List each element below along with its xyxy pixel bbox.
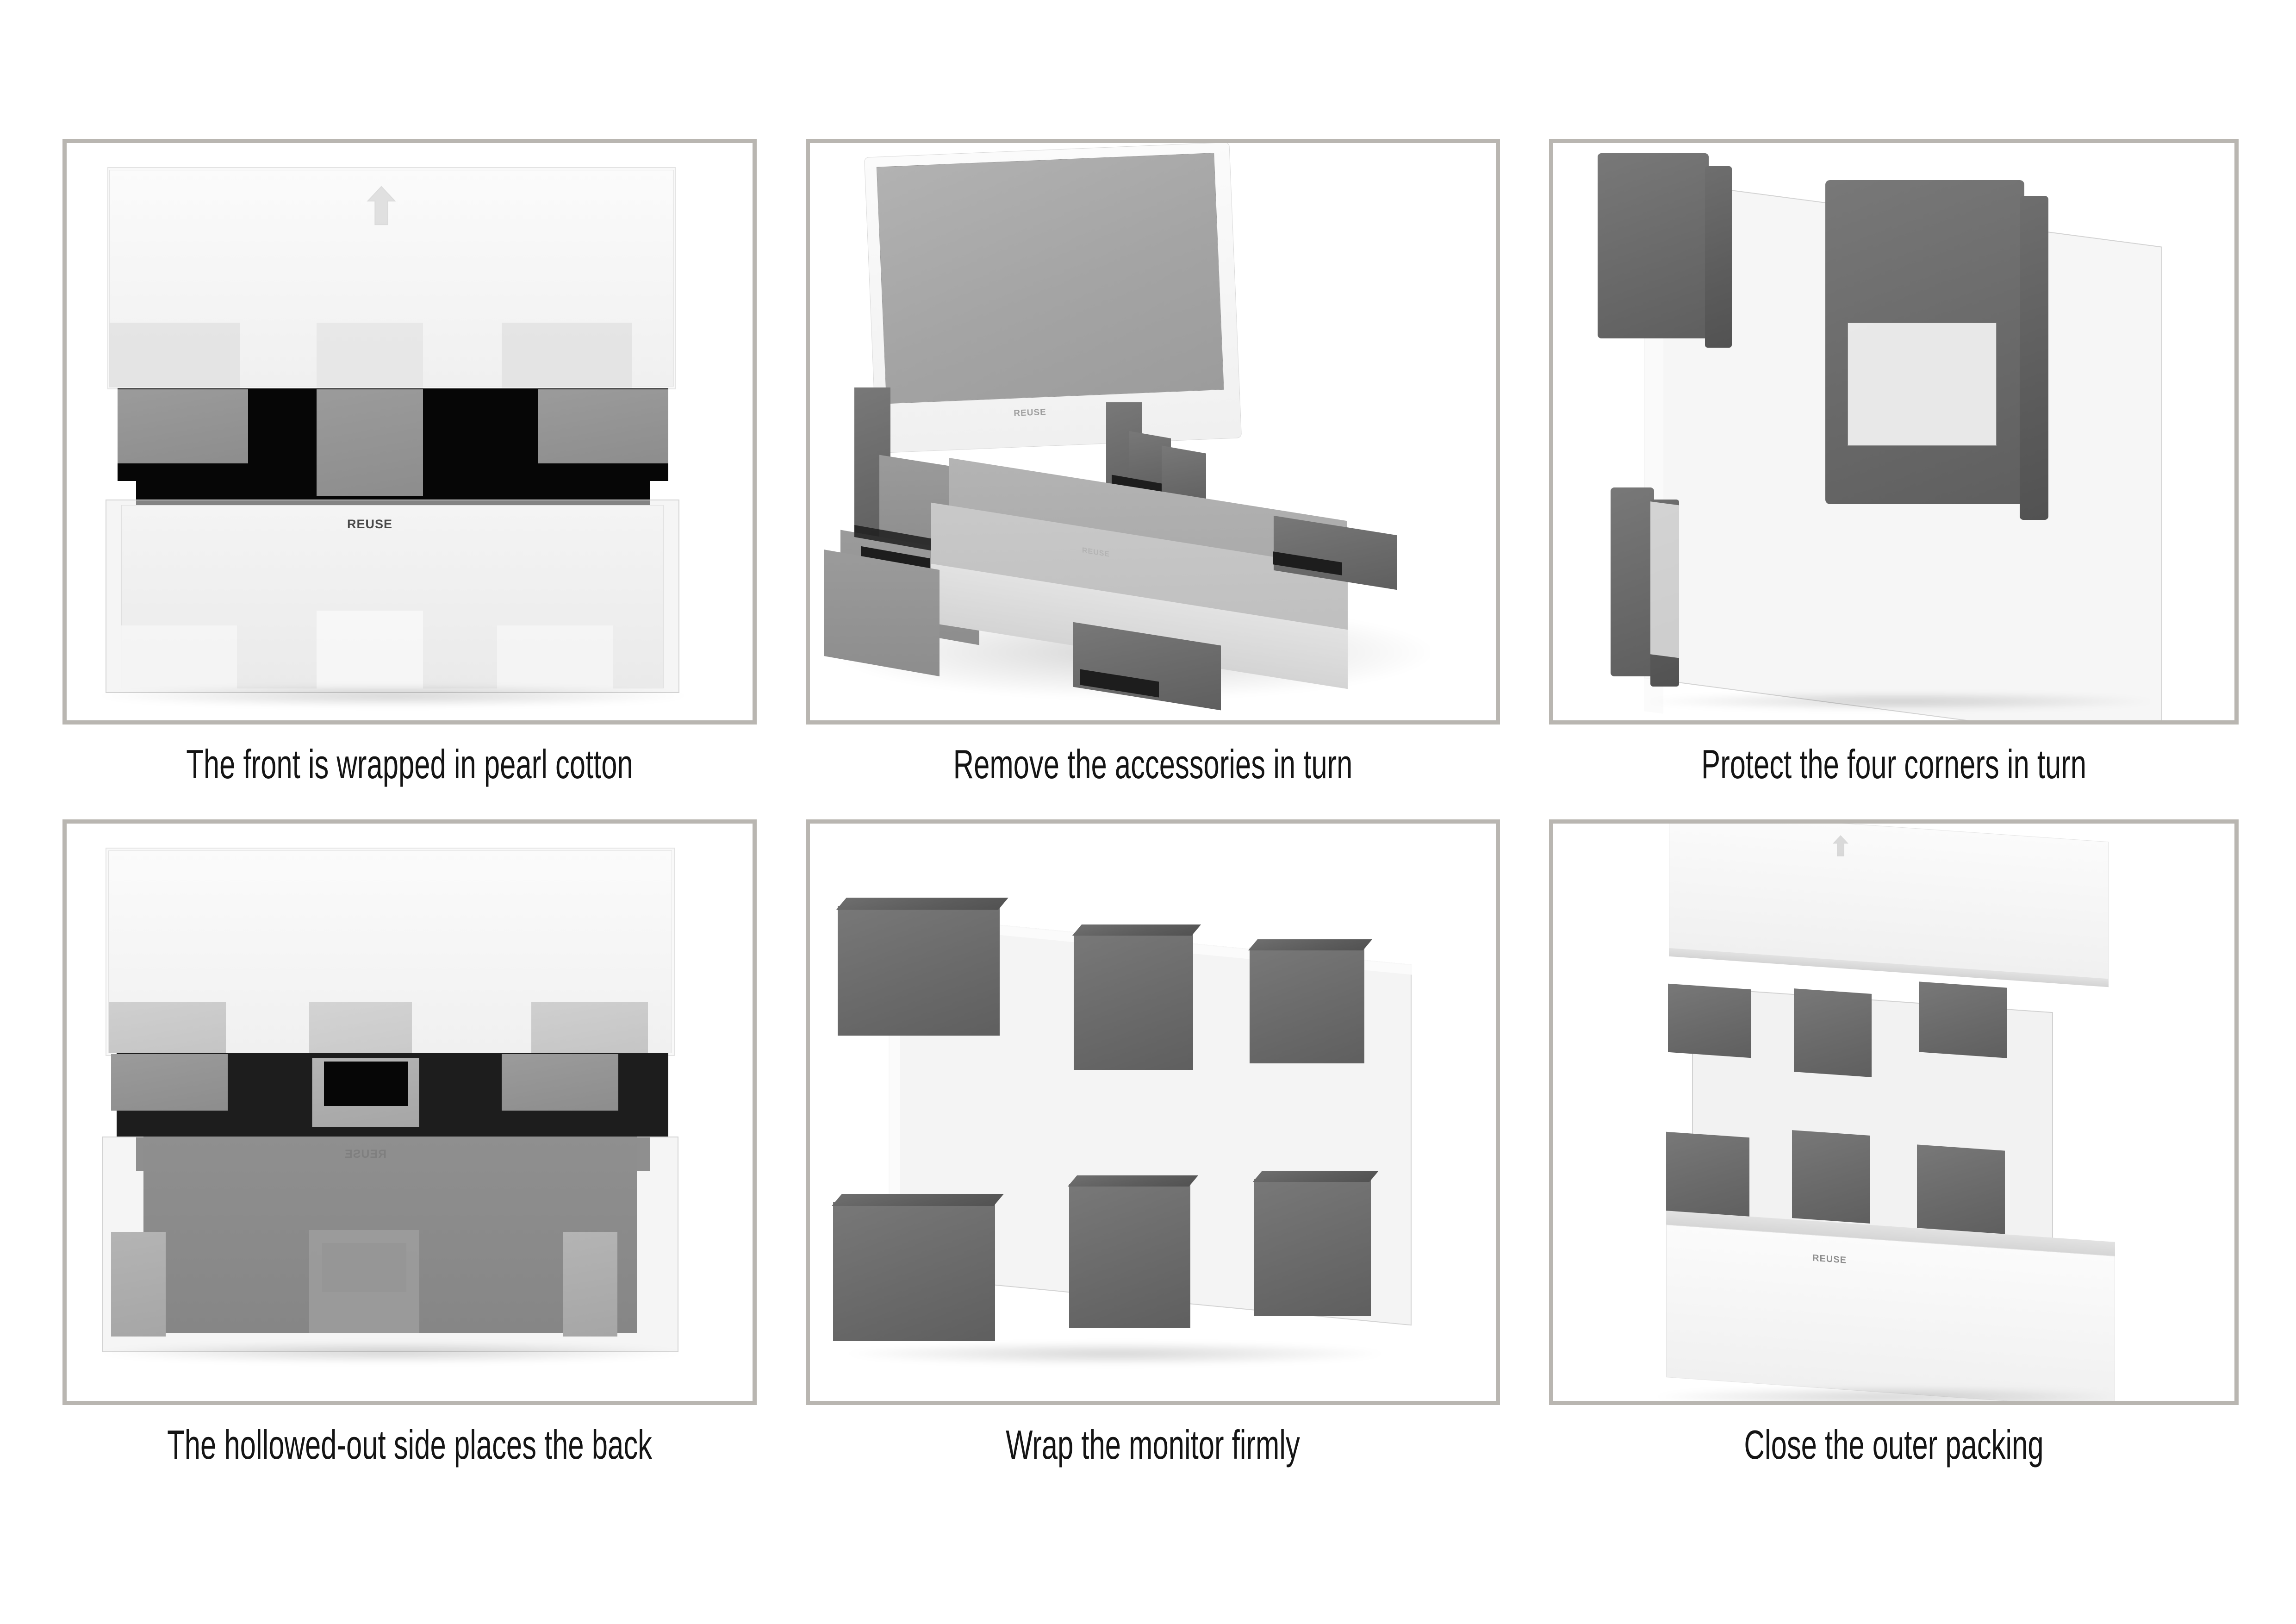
panel-ghost-lower	[1650, 501, 1761, 669]
exploded-foam-top-left	[1668, 983, 1751, 1058]
step-2: REUSE	[806, 139, 1500, 819]
rear-center-boss-inner	[322, 1243, 406, 1292]
outer-carton-lid	[1669, 824, 2109, 990]
exploded-contact-shadow	[1655, 1387, 2118, 1401]
foam-block-center	[317, 389, 423, 496]
rear-ghost-foam-right	[531, 1002, 648, 1053]
rear-foot-right	[563, 1232, 617, 1337]
step-6: REUSE Close the outer packing	[1549, 819, 2239, 1500]
ghost-foam-center	[317, 323, 423, 387]
monitor-screen	[876, 153, 1224, 404]
foam-pad-top-right-face	[1250, 948, 1364, 1063]
foam-pad-top-right-top	[1248, 939, 1373, 950]
corner-protector-top-left-face	[1598, 153, 1709, 338]
corner-protector-top-left-side	[1705, 166, 1732, 348]
step-1: REUSE The front is wrapped in pearl cott…	[62, 139, 757, 819]
corner-protector-top-right-side	[2020, 196, 2048, 520]
step-6-illustration: REUSE	[1553, 824, 2234, 1401]
step-4-caption: The hollowed-out side places the back	[167, 1422, 652, 1468]
step-6-frame: REUSE	[1549, 819, 2239, 1405]
this-way-up-arrow-icon	[363, 185, 400, 226]
step-5-frame	[806, 819, 1500, 1405]
step-2-frame: REUSE	[806, 139, 1500, 725]
exploded-foam-bottom-left	[1666, 1131, 1749, 1221]
foam-pad-top-left-face	[838, 906, 1000, 1036]
foam-pad-bottom-left-face	[833, 1202, 995, 1341]
corner-protector-bottom-left-face	[1611, 487, 1654, 676]
exploded-foam-top-right	[1919, 981, 2007, 1058]
lid-this-way-up-arrow-icon	[1831, 834, 1850, 858]
step-5-caption: Wrap the monitor firmly	[1006, 1422, 1300, 1468]
foam-pad-top-left	[836, 898, 1014, 1037]
step-2-caption: Remove the accessories in turn	[953, 741, 1353, 787]
foam-pad-bottom-right	[1252, 1171, 1388, 1324]
exploded-foam-bottom-right	[1917, 1144, 2005, 1234]
foam-pad-top-left-top	[836, 898, 1008, 910]
reuse-label-mirrored: REUSE	[344, 1148, 387, 1161]
exploded-foam-bottom-center	[1792, 1130, 1870, 1224]
exploded-foam-top-center	[1794, 988, 1872, 1077]
step-3-frame	[1549, 139, 2239, 725]
step-2-illustration: REUSE	[810, 143, 1496, 720]
outer-carton-base-exploded	[1666, 1211, 2115, 1401]
rear-ghost-foam-left	[109, 1002, 226, 1053]
foam-pad-bottom-left-top	[832, 1194, 1004, 1206]
foam-pad-bottom-center	[1067, 1175, 1208, 1333]
foam-pad-top-right	[1248, 939, 1379, 1074]
step-3-illustration	[1553, 143, 2234, 720]
foam-pad-top-center	[1072, 924, 1208, 1073]
foam-pad-bottom-center-face	[1069, 1184, 1190, 1328]
step-6-caption: Close the outer packing	[1744, 1422, 2044, 1468]
rear-ghost-foam-center	[309, 1002, 412, 1053]
step-3-caption: Protect the four corners in turn	[1701, 741, 2086, 787]
step-1-illustration: REUSE	[67, 143, 753, 720]
monitor-reuse-label: REUSE	[1013, 407, 1047, 418]
step-4: REUSE The hollowed-out side places the b…	[62, 819, 757, 1500]
ghost-base-foam-left	[121, 625, 237, 688]
steps-grid: REUSE The front is wrapped in pearl cott…	[62, 139, 2239, 1528]
corner-protector-top-left	[1598, 153, 1736, 348]
foam-pad-bottom-right-top	[1252, 1171, 1379, 1182]
panel-contact-shadow	[1646, 692, 2155, 711]
foam-block-right	[538, 389, 668, 463]
corner-protector-window-cutout	[1848, 323, 1997, 446]
step-1-frame: REUSE	[62, 139, 757, 725]
ghost-base-foam-right	[497, 625, 613, 688]
rear-foam-lug-left	[111, 1054, 228, 1111]
ghost-foam-right	[502, 323, 632, 387]
step-5-illustration	[810, 824, 1496, 1401]
pallet-left-end	[824, 549, 940, 677]
step-5: Wrap the monitor firmly	[806, 819, 1500, 1500]
foam-pad-bottom-center-top	[1067, 1175, 1199, 1187]
foam-block-left	[118, 389, 248, 463]
outer-carton-base-face	[1666, 1224, 2115, 1401]
foam-pad-bottom-left	[832, 1194, 1009, 1347]
rear-contact-shadow	[99, 1342, 682, 1363]
corner-protector-top-right	[1825, 180, 2048, 520]
step-4-frame: REUSE	[62, 819, 757, 1405]
ghost-base-foam-center	[317, 611, 423, 688]
rear-foam-lug-right	[502, 1054, 618, 1111]
reuse-label-front: REUSE	[347, 517, 393, 531]
step-4-illustration: REUSE	[67, 824, 753, 1401]
step-1-caption: The front is wrapped in pearl cotton	[186, 741, 633, 787]
wrap-contact-shadow	[847, 1342, 1384, 1365]
foam-pad-top-center-top	[1072, 924, 1201, 936]
monitor: REUSE	[864, 143, 1242, 454]
rear-foot-left	[111, 1232, 166, 1337]
foam-pad-bottom-right-face	[1254, 1179, 1371, 1316]
foam-pad-top-center-face	[1074, 933, 1193, 1070]
step-3: Protect the four corners in turn	[1549, 139, 2239, 819]
hollow-bracket-window	[324, 1062, 408, 1106]
contact-shadow	[99, 685, 687, 707]
ghost-foam-left	[109, 323, 240, 387]
